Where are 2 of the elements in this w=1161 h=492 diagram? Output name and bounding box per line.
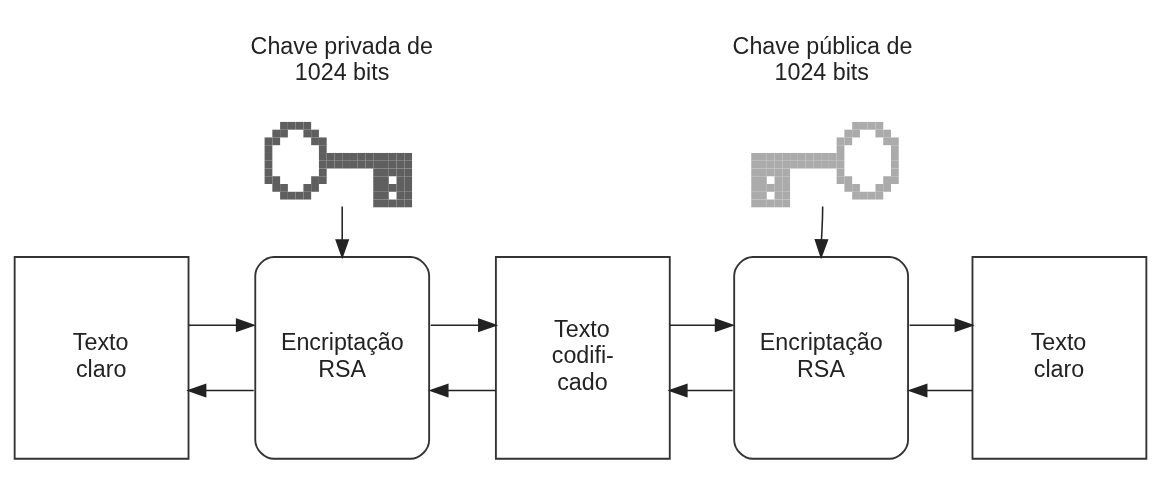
node-label: Chave privada de 1024 bits xyxy=(250,32,433,85)
node-label: Chave pública de 1024 bits xyxy=(732,32,913,85)
